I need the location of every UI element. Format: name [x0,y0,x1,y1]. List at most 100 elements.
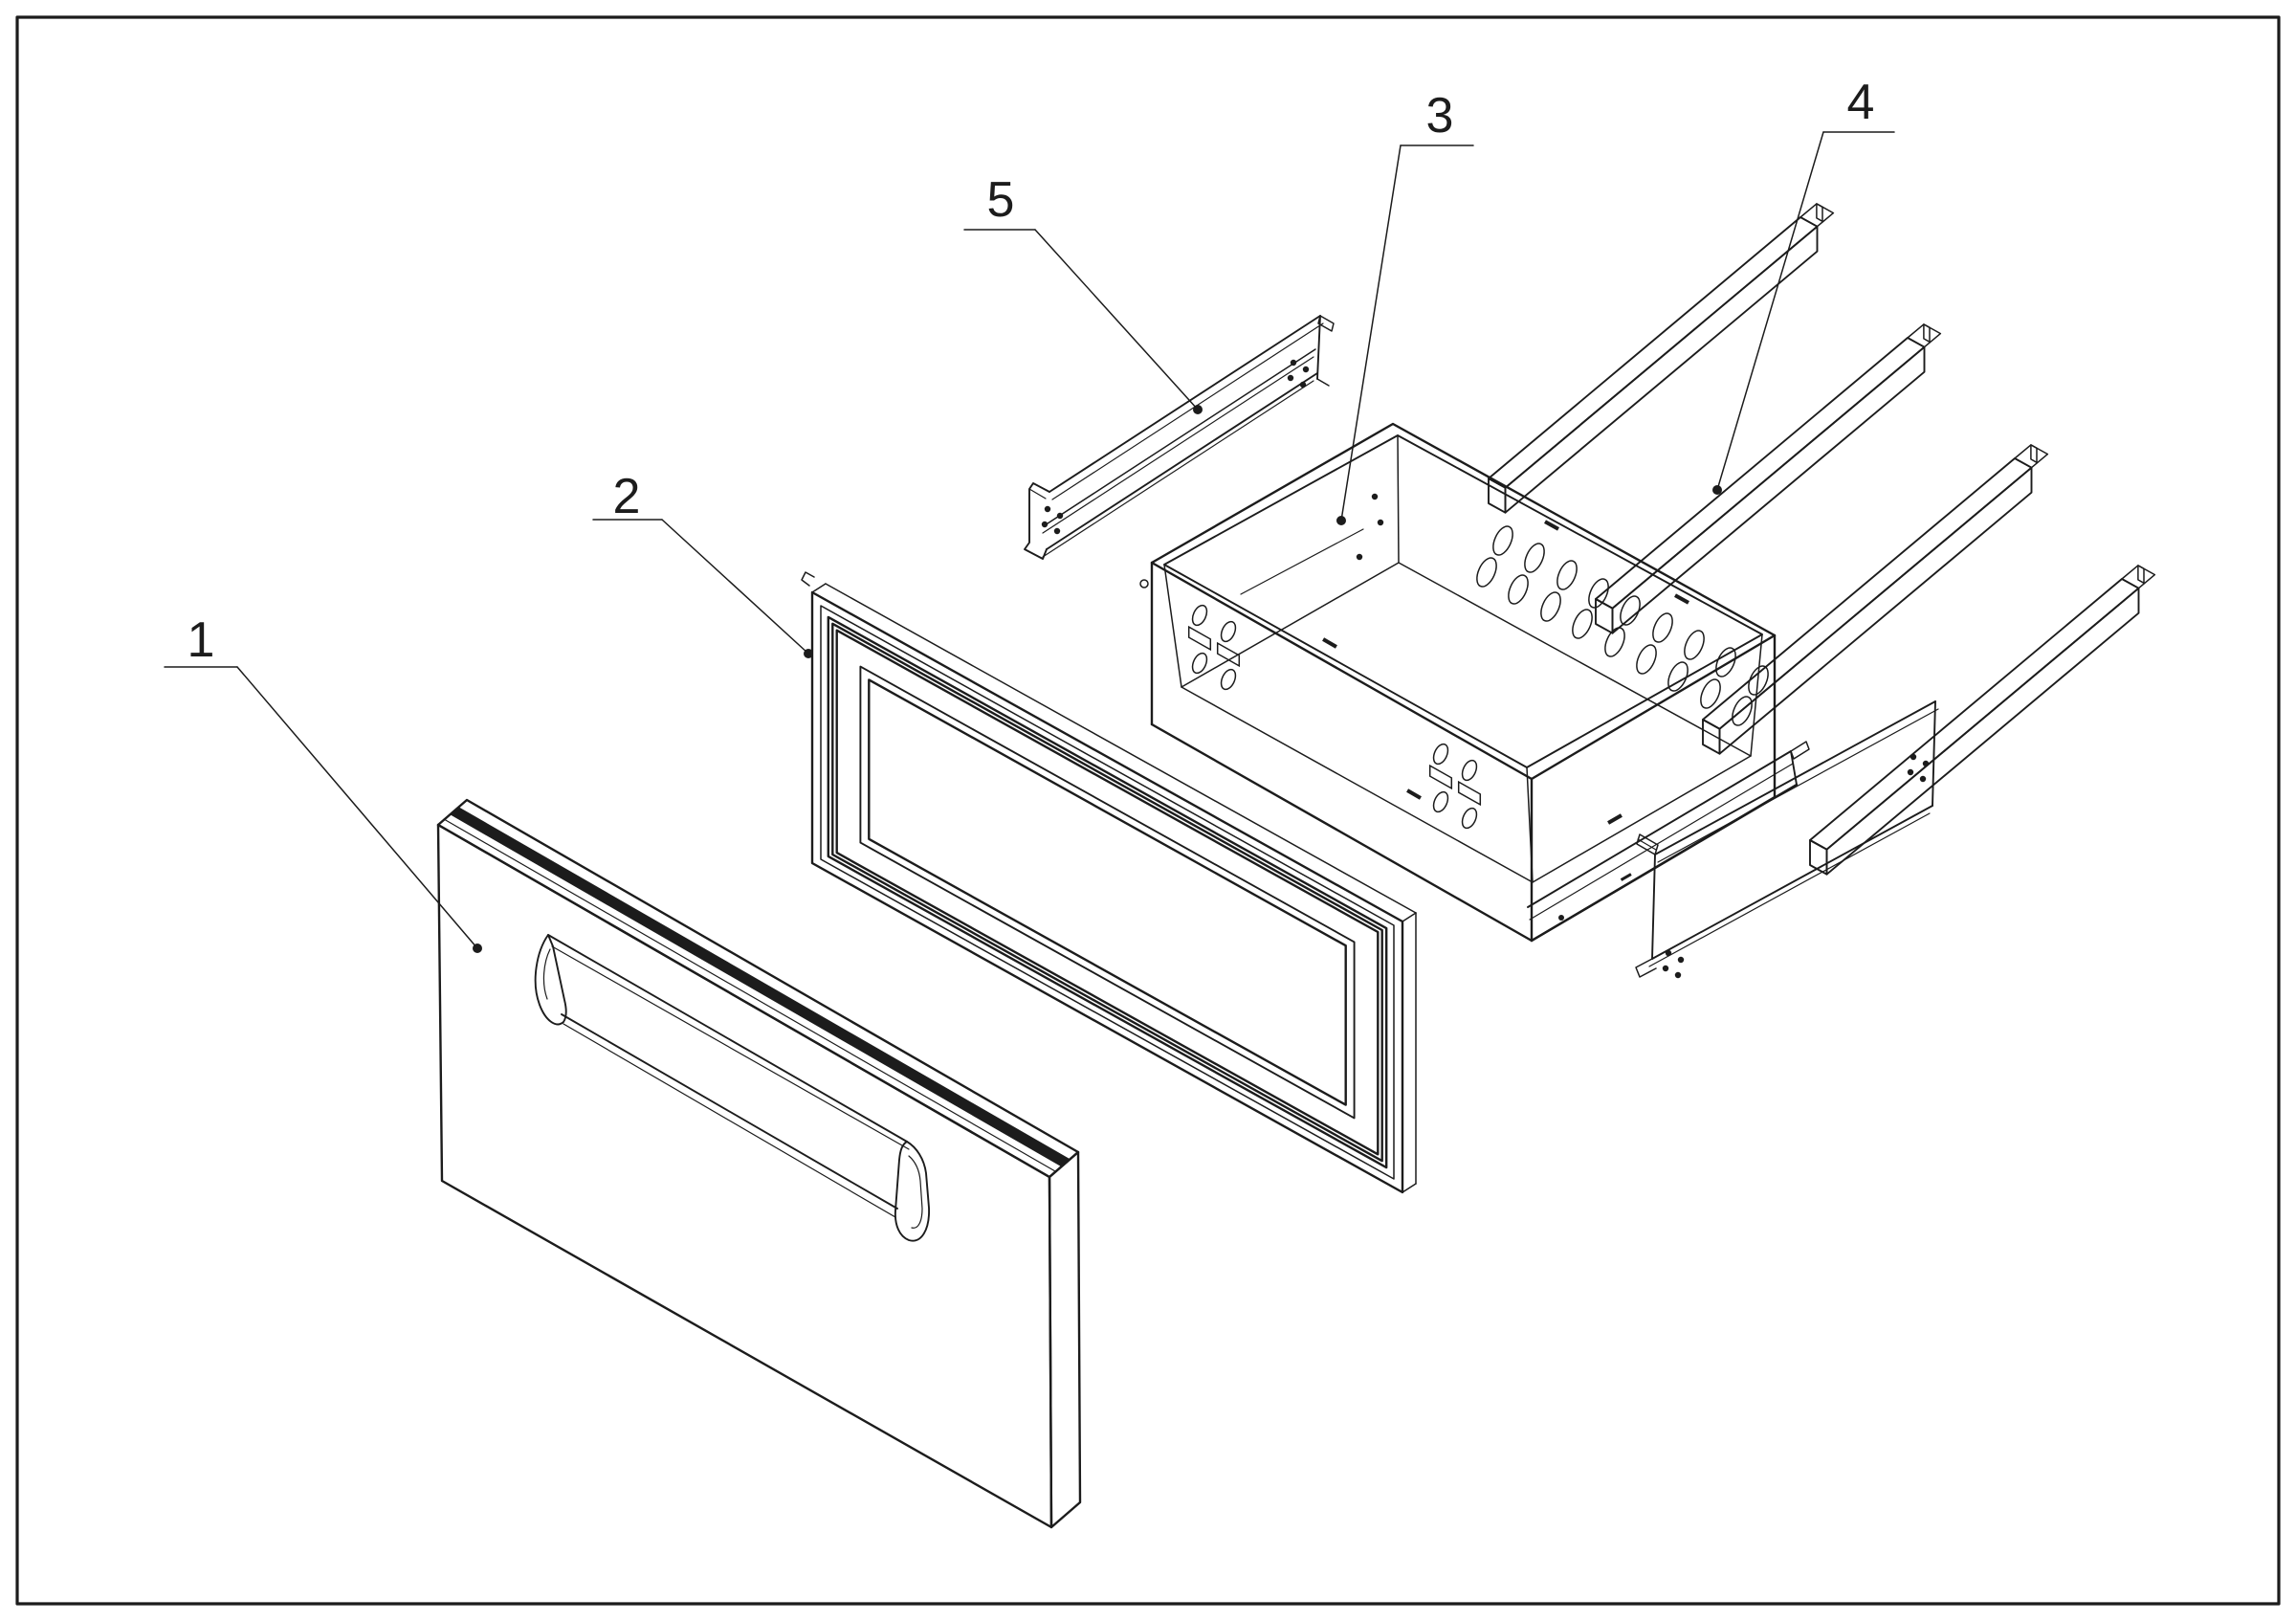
gasket-profile-line-1 [820,605,1395,1180]
bar-end-tab [2030,444,2038,464]
gasket-depth-edge-tl [811,583,827,593]
gasket-bellows-line-2 [831,622,1383,1163]
bend-mark [1406,788,1422,800]
rail-top-fold-line [1657,708,1939,863]
callout-number: 5 [987,172,1015,228]
vent-slot-cluster-left [1187,604,1241,691]
box-inner-corner-s [1526,766,1534,883]
rail-right-end-tab [1317,315,1335,332]
screw-hole [1377,519,1384,526]
callout-labels: 1 2 3 4 5 [164,75,1895,953]
gasket-window-edge [868,678,1347,1106]
perforation-hole [1715,647,1736,677]
rail-rib-line-1 [1044,348,1316,526]
corner-pin [1139,579,1149,588]
bar-side-face [1718,466,2033,755]
bar-top-face [1809,578,2140,851]
bar-end-tab [1923,323,1931,344]
callout-leader [1034,229,1199,411]
rail-hole [1665,949,1672,957]
bar-end-extension [1907,323,1942,348]
vent-slot-rect [1216,641,1241,668]
box-rim-outer [1150,422,1777,781]
gasket-corner-tab [801,571,815,587]
perforation-holes [1476,525,1769,726]
support-bar-4 [1809,565,2156,876]
callout-leader [1716,131,1824,491]
callout-dot [804,649,813,658]
vent-slot-cluster-right [1428,743,1482,830]
handle-recess-top-edge [547,934,908,1143]
rail-right-end-edge [1316,315,1321,380]
vent-slot-oval [1461,759,1478,782]
page-border [15,15,2281,1606]
box-floor [1181,562,1752,883]
box-left-wall-crease [1240,528,1364,595]
part-5-slide-rail-lower [1635,700,1939,979]
rail-left-end-cap [1024,482,1050,560]
handle-bar-bottom-edge [561,1013,898,1210]
vent-slot-oval [1220,620,1237,643]
callout-dot [1193,405,1203,414]
rail-hole [1302,366,1310,373]
callout-number: 2 [613,469,641,524]
gasket-back-top-edge [825,583,1417,914]
vent-slot-oval [1191,652,1208,675]
rail-hole [1907,768,1914,776]
vent-slot-oval [1191,604,1208,627]
handle-left-scoop-inner-line [542,948,551,1000]
part-4-support-bars [1488,203,2156,876]
handle-right-hook [894,1141,930,1242]
screw-hole [1356,553,1363,561]
rail-hole [1674,971,1682,979]
rail-top-edge [1049,315,1321,493]
rail-left-cap-fold [1028,488,1047,500]
rail-right-end-edge [1932,700,1936,807]
part-5-slide-rail-upper [1024,315,1335,560]
rail-hole [1922,760,1930,767]
vent-slot-oval [1432,743,1449,766]
bend-mark [1674,593,1689,605]
vent-slot-oval [1432,790,1449,813]
box-inner-corner-w [1163,564,1182,688]
bar-end-extension [1799,203,1835,228]
perforation-hole [1556,560,1578,590]
vent-slot-rect [1187,625,1212,652]
box-front-left-wall-bottom [1150,722,1534,943]
bar-end-tab [1816,203,1823,223]
callout-leader [236,666,478,949]
mounted-rail-mid-line [1529,763,1794,921]
box-rim-inner [1163,434,1763,768]
bend-mark [1322,637,1337,649]
bar-side-face [1825,587,2140,876]
callout-dot [1336,516,1346,525]
screw-hole [1371,493,1379,500]
rail-bottom-edge [1046,372,1318,550]
perforation-hole [1572,609,1593,639]
callout-5: 5 [963,172,1203,414]
perforation-hole [1732,696,1753,726]
perforation-hole [1540,591,1561,622]
rail-hole [1677,956,1685,964]
callout-2: 2 [592,469,813,658]
perforation-hole [1588,578,1609,609]
perforation-hole [1667,661,1689,692]
rail-hole [1910,753,1917,761]
handle-recess-bottom-line [563,1023,896,1218]
rail-hole [1041,521,1049,528]
rail-hole [1044,505,1051,513]
callout-4: 4 [1712,75,1895,495]
handle-left-scoop [534,934,567,1026]
perforation-hole [1652,612,1673,643]
part-1-front-panel [436,798,1082,1529]
vent-slot-oval [1461,807,1478,830]
vent-slot-oval [1220,668,1237,691]
callout-dot [473,944,482,953]
rail-top-fold-line [1051,322,1324,500]
rail-left-end-edge [1651,854,1656,960]
callout-leader [661,519,809,655]
mounted-rail-end-hook [1790,741,1810,760]
rail-right-end-step [1316,378,1330,387]
